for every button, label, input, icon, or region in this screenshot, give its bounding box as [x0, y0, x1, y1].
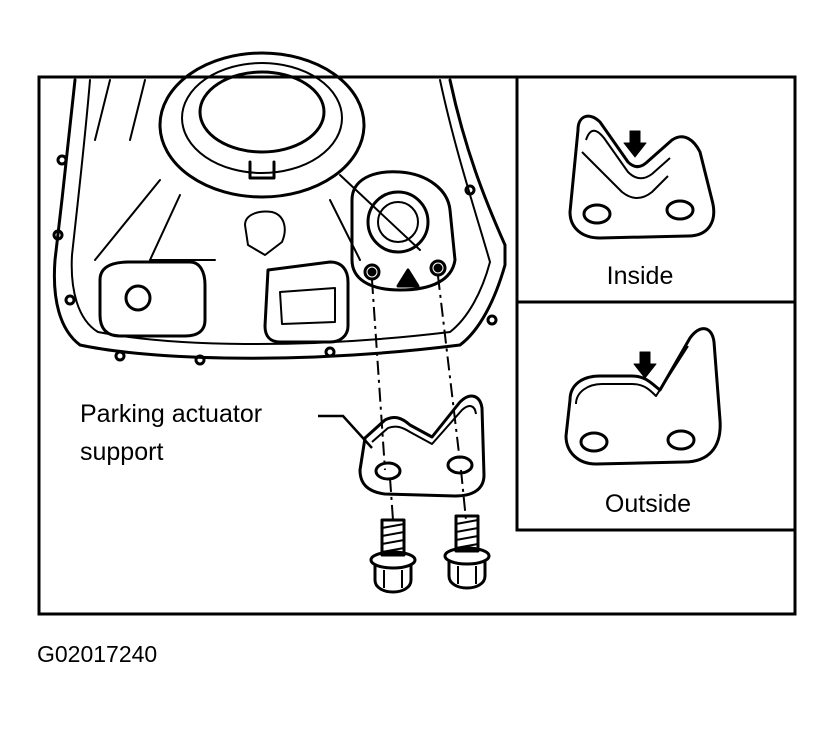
part-label-line1: Parking actuator — [80, 400, 262, 428]
outside-view-bracket — [564, 327, 722, 466]
transmission-case-illustration — [52, 51, 507, 366]
outside-label: Outside — [605, 490, 691, 518]
parking-actuator-support-bracket — [358, 394, 486, 498]
bolt-left — [369, 518, 417, 594]
outer-frame — [37, 75, 797, 616]
bolt-right — [443, 514, 491, 590]
part-label-line2: support — [80, 438, 163, 466]
alignment-lines — [371, 275, 467, 521]
inside-label: Inside — [607, 262, 674, 290]
figure-code: G02017240 — [37, 641, 157, 667]
inset-divider — [515, 77, 795, 532]
label-leader-line — [318, 414, 373, 449]
inside-view-bracket — [568, 114, 716, 240]
